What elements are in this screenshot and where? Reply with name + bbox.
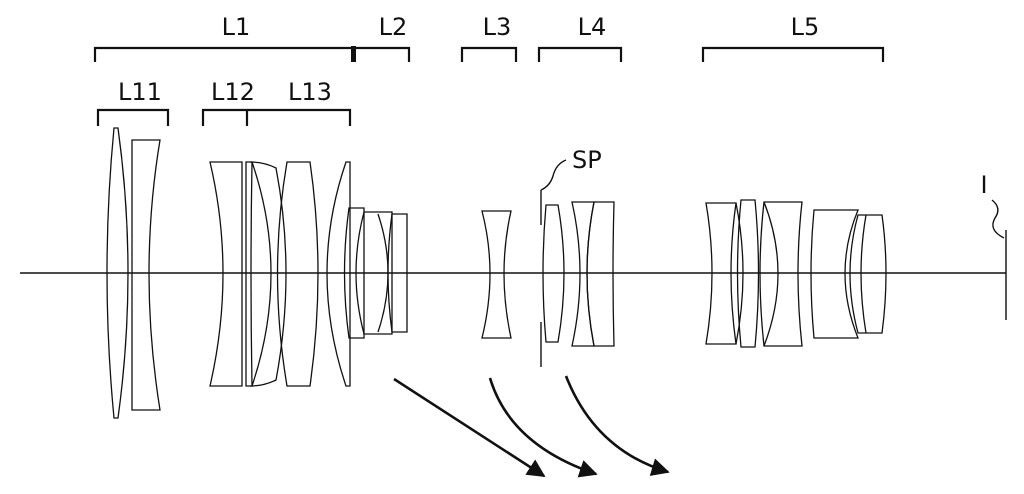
lens-element [276, 161, 319, 387]
bracket-l12-l13 [201, 108, 352, 126]
image-plane-leader-line [991, 199, 1005, 239]
lens-element [849, 214, 887, 334]
stop-label: SP [572, 146, 602, 174]
bracket-l5 [701, 46, 885, 62]
lens-element [759, 201, 803, 347]
group-label-l1: L1 [222, 13, 251, 41]
movement-arrow-l4 [564, 375, 670, 476]
lens-group-l5 [705, 199, 887, 348]
lens-surface [735, 202, 744, 345]
lens-element [245, 161, 253, 387]
lens-group-l2 [343, 207, 408, 339]
lens-element [131, 139, 161, 411]
movement-arrows [393, 375, 670, 478]
lens-element [249, 161, 287, 387]
lens-element [106, 127, 129, 419]
lens-element [355, 211, 393, 335]
lens-surface [860, 214, 867, 334]
lens-group-l4 [542, 201, 615, 347]
lens-group-l11 [106, 127, 161, 419]
bracket-divider-l1-l2 [351, 46, 356, 62]
subgroup-label-l12: L12 [211, 78, 255, 106]
image-plane: I [980, 171, 1007, 320]
lens-element [542, 204, 565, 343]
lens-surface [377, 213, 389, 333]
lens-group-l12 [209, 161, 253, 387]
movement-arrow-l2 [393, 377, 546, 478]
bracket-l4 [537, 46, 623, 62]
subgroup-label-l13: L13 [288, 78, 332, 106]
bracket-l3 [460, 46, 518, 62]
subgroup-label-l11: L11 [118, 78, 162, 106]
group-label-l5: L5 [791, 13, 820, 41]
movement-arrow-l3 [488, 377, 598, 478]
lens-element [326, 161, 351, 387]
group-label-l2: L2 [379, 13, 408, 41]
image-plane-label: I [980, 171, 987, 199]
bracket-l11 [96, 108, 170, 126]
lens-group-l13 [249, 161, 351, 387]
aperture-stop: SP [540, 146, 602, 367]
lens-element [586, 201, 615, 347]
lens-element [736, 199, 760, 348]
bracket-l1-l2 [93, 46, 411, 62]
lens-element [810, 209, 859, 339]
lens-element [387, 213, 408, 333]
group-label-l3: L3 [483, 13, 512, 41]
lens-surface [763, 201, 779, 347]
lens-element [343, 207, 365, 339]
group-label-l4: L4 [578, 13, 607, 41]
subgroup-brackets [96, 108, 352, 126]
lens-surface [251, 161, 272, 387]
lens-element [209, 161, 243, 387]
lens-group-l3 [481, 210, 512, 339]
stop-leader-line [540, 159, 567, 191]
lens-element [481, 210, 512, 339]
group-brackets [93, 46, 885, 62]
